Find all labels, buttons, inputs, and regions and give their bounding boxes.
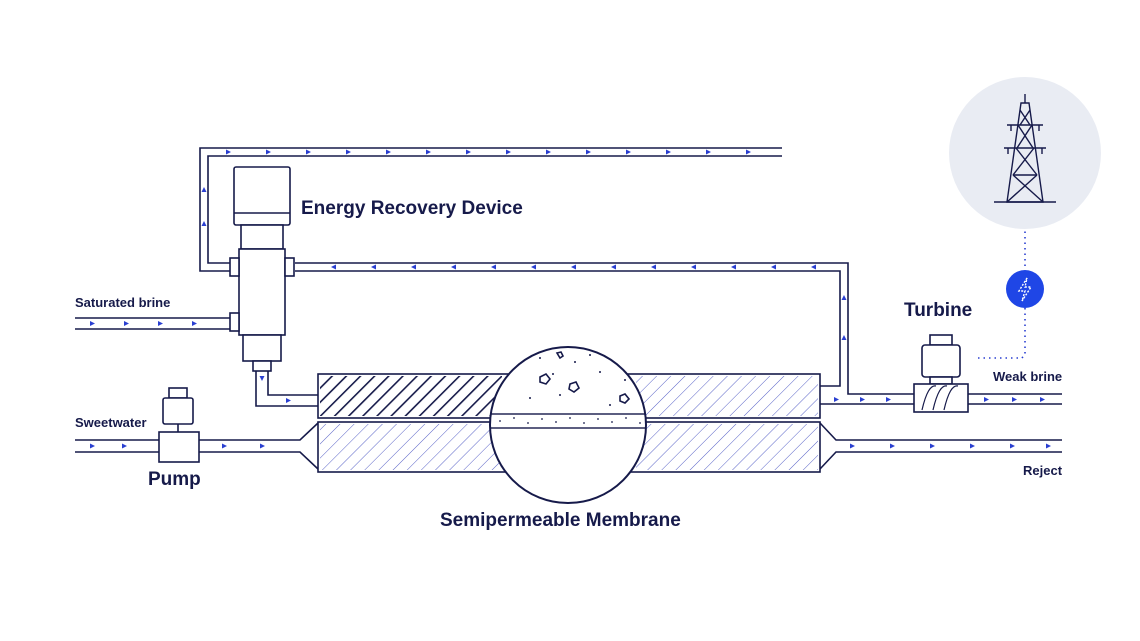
pipe-top-inner — [207, 155, 782, 264]
pipe-pump-out-bottom — [199, 451, 319, 470]
pipe-erd-down-inner — [267, 371, 318, 396]
membrane-label: Semipermeable Membrane — [440, 510, 681, 531]
flow-arrows — [90, 149, 1051, 449]
energy-recovery-device-label: Energy Recovery Device — [301, 198, 523, 219]
pipe-reject-top — [819, 422, 1062, 441]
pipe-pump-out-top — [199, 422, 319, 441]
weak-brine-label: Weak brine — [993, 369, 1063, 384]
saturated-brine-label: Saturated brine — [75, 295, 171, 310]
lightning-bolt-icon — [1006, 270, 1044, 308]
sweetwater-label: Sweetwater — [75, 415, 147, 430]
reject-label: Reject — [1023, 463, 1063, 478]
pipe-mid-inner — [295, 270, 841, 387]
pump — [158, 387, 200, 463]
energy-recovery-device — [229, 166, 295, 372]
membrane-magnifier — [489, 346, 647, 504]
power-pylon-icon — [949, 77, 1101, 229]
pipe-top-outer — [199, 147, 782, 272]
turbine-label: Turbine — [904, 300, 973, 321]
pump-label: Pump — [148, 469, 201, 490]
pipe-reject-bottom — [819, 451, 1062, 470]
pipe-mid-outer — [295, 262, 918, 395]
turbine — [913, 334, 969, 413]
pipes — [75, 147, 1062, 470]
power-link-line — [978, 306, 1026, 359]
pipe-erd-down-outer — [255, 371, 318, 407]
salt-particles — [539, 351, 631, 404]
